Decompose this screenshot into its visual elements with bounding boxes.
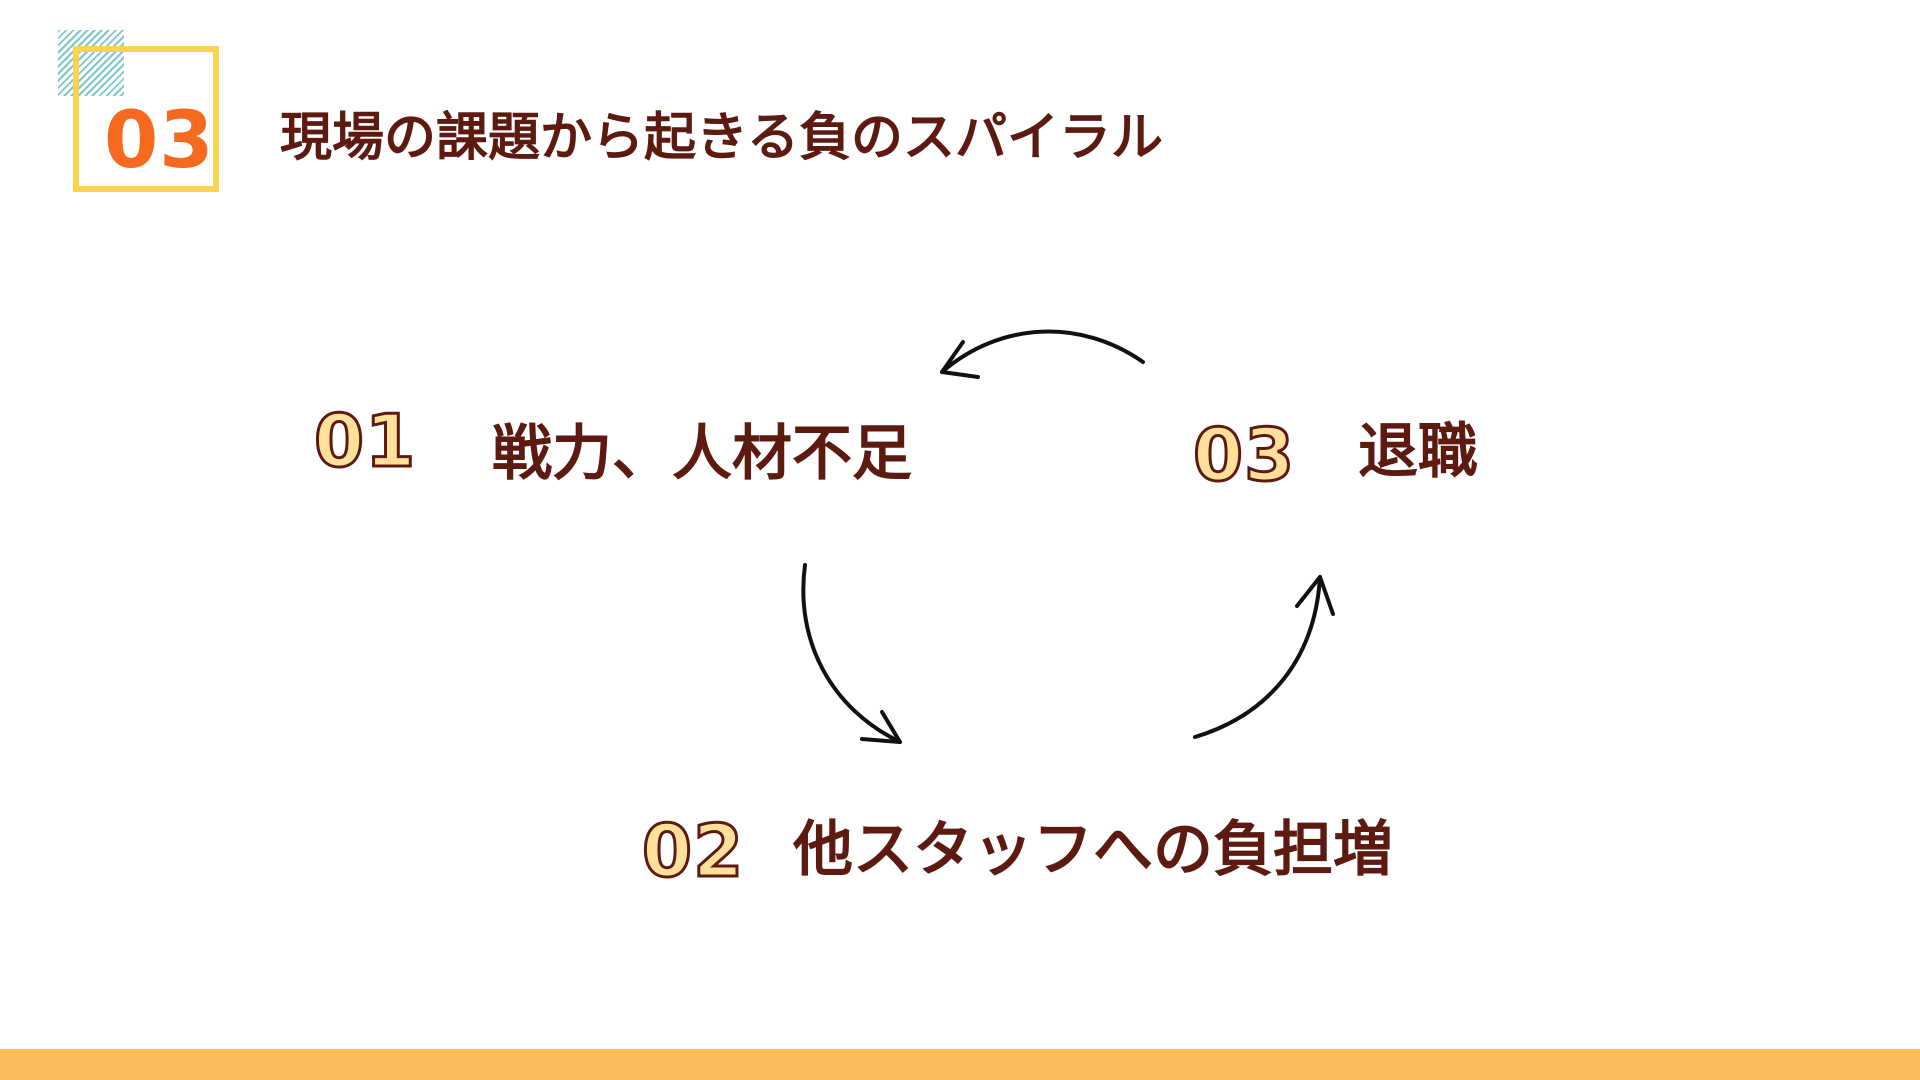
badge-frame xyxy=(73,46,219,192)
step-label-03: 退職 xyxy=(1358,417,1478,487)
step-label-02: 他スタッフへの負担増 xyxy=(793,815,1393,885)
step-number-01: 01 xyxy=(312,399,417,483)
step-label-01: 戦力、人材不足 xyxy=(492,419,912,489)
bottom-accent-bar xyxy=(0,1049,1920,1080)
arrow-01-to-02-head xyxy=(860,710,902,744)
page-title: 現場の課題から起きる負のスパイラル xyxy=(280,108,1163,168)
step-number-03: 03 xyxy=(1191,413,1296,497)
arrow-02-to-03 xyxy=(1193,575,1322,739)
arrow-03-to-01 xyxy=(940,329,1145,374)
arrow-02-to-03-head xyxy=(1295,575,1335,616)
arrow-01-to-02 xyxy=(801,563,902,744)
section-number: 03 xyxy=(104,96,215,186)
arrow-03-to-01-head xyxy=(940,340,980,379)
step-number-02: 02 xyxy=(640,809,745,893)
badge-hatch-decoration xyxy=(58,30,124,96)
